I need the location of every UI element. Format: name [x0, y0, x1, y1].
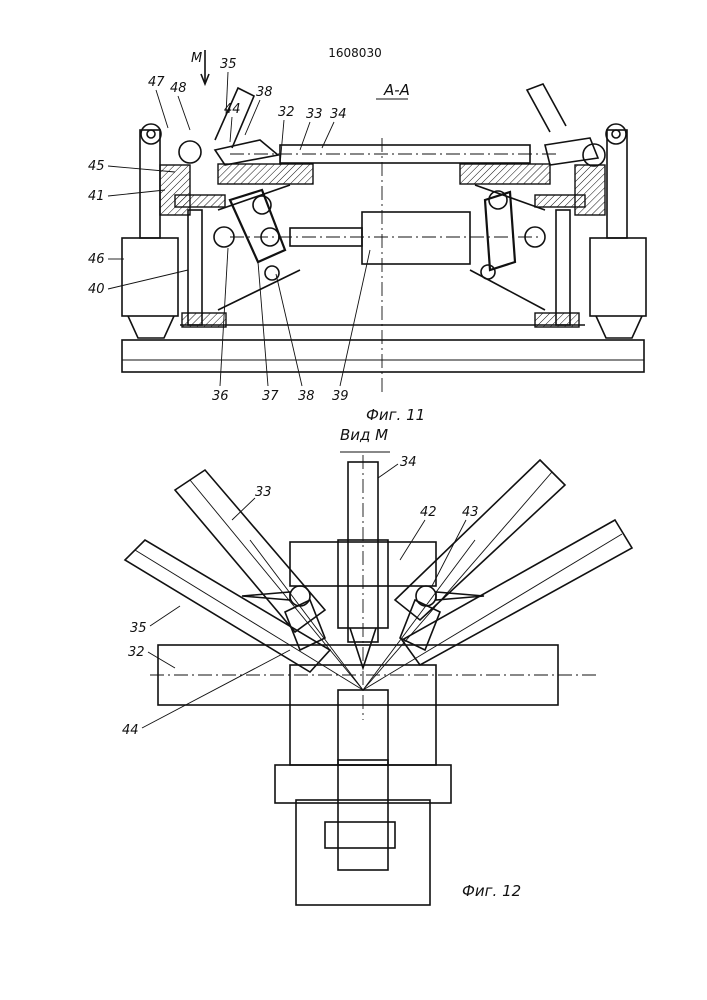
left-column-pin-center [147, 130, 155, 138]
left-clamp-screw [290, 586, 310, 606]
leader-44 [230, 117, 232, 142]
leader-42 [400, 520, 425, 560]
right-frame-flange-bottom [535, 313, 579, 327]
left-column [140, 130, 160, 238]
callout-32: 32 [278, 105, 295, 120]
patent-number: 1608030 [328, 46, 381, 60]
right-gripper-head [545, 138, 598, 165]
fig12-callouts: 34 33 42 43 35 32 44 [122, 455, 479, 738]
fig11-drawing: А-А М [88, 50, 646, 424]
section-label: А-А [383, 81, 410, 99]
cylinder-39 [362, 212, 470, 264]
callout-35-fig12: 35 [130, 621, 147, 636]
lower-flange [275, 765, 451, 803]
leader-39 [340, 250, 370, 386]
leader-33 [300, 122, 310, 150]
left-roller-45 [179, 141, 201, 163]
left-inclined-tube-35 [215, 88, 254, 148]
right-clamp [575, 165, 605, 215]
leader-48 [178, 96, 190, 130]
base-block [296, 800, 430, 905]
callout-33: 33 [306, 107, 323, 122]
tube-33-left [175, 470, 325, 632]
left-cylinder-tip [128, 316, 174, 338]
right-frame-web [556, 210, 570, 325]
left-wing-handle [242, 592, 290, 600]
callout-45: 45 [88, 159, 105, 174]
right-upper-plate [460, 164, 550, 184]
leader-37 [258, 262, 268, 386]
view-arrow-label: М [191, 51, 202, 66]
leader-40 [108, 270, 188, 289]
callout-46: 46 [88, 252, 105, 267]
leader-43 [432, 520, 466, 586]
leader-35-fig12 [150, 606, 180, 626]
left-frame-web [188, 210, 202, 325]
leader-32 [280, 120, 284, 165]
fig11-callouts: 35 47 48 38 44 32 33 34 45 41 46 40 36 [88, 57, 370, 404]
leader-47 [156, 90, 168, 128]
lower-shaft [338, 760, 388, 870]
left-lever-37 [230, 190, 285, 262]
right-column [607, 130, 627, 238]
left-frame-flange-bottom [182, 313, 226, 327]
right-column-pin [606, 124, 626, 144]
left-gripper-head [215, 140, 278, 165]
callout-47: 47 [148, 75, 165, 90]
callout-32-fig12: 32 [128, 645, 145, 660]
callout-42: 42 [420, 505, 437, 520]
right-lower-joint [481, 265, 495, 279]
left-cylinder-46 [122, 238, 178, 316]
leader-34 [322, 122, 334, 148]
leader-32-fig12 [148, 652, 175, 668]
callout-38-bottom: 38 [298, 389, 315, 404]
fig12-title: Вид М [340, 426, 388, 444]
callout-37: 37 [262, 389, 279, 404]
leader-33-fig12 [232, 498, 255, 520]
leader-38-bottom [276, 274, 302, 386]
right-wing-handle [436, 592, 484, 600]
right-column-pin-center [612, 130, 620, 138]
leader-38-top [245, 100, 260, 135]
callout-36: 36 [212, 389, 229, 404]
right-inclined-tube [527, 84, 566, 132]
right-cylinder-tip [596, 316, 642, 338]
callout-44: 44 [224, 102, 241, 117]
callout-33-fig12: 33 [255, 485, 272, 500]
callout-43: 43 [462, 505, 479, 520]
fig12-drawing: Вид М [122, 426, 632, 905]
callout-38-top: 38 [256, 85, 273, 100]
fig11-caption: Фиг. 11 [366, 406, 425, 424]
leader-41 [108, 190, 165, 196]
base-plate [122, 340, 644, 372]
callout-34-fig12: 34 [400, 455, 417, 470]
left-upper-plate [218, 164, 313, 184]
callout-35: 35 [220, 57, 237, 72]
callout-40: 40 [88, 282, 105, 297]
leader-34-fig12 [378, 464, 398, 478]
left-column-pin [141, 124, 161, 144]
callout-44-fig12: 44 [122, 723, 139, 738]
left-frame-braces [218, 185, 300, 310]
callout-48: 48 [170, 81, 187, 96]
callout-41: 41 [88, 189, 105, 204]
fig12-caption: Фиг. 12 [462, 882, 521, 900]
right-cylinder [590, 238, 646, 316]
base-pin [325, 822, 395, 848]
callout-39: 39 [332, 389, 349, 404]
callout-34: 34 [330, 107, 347, 122]
